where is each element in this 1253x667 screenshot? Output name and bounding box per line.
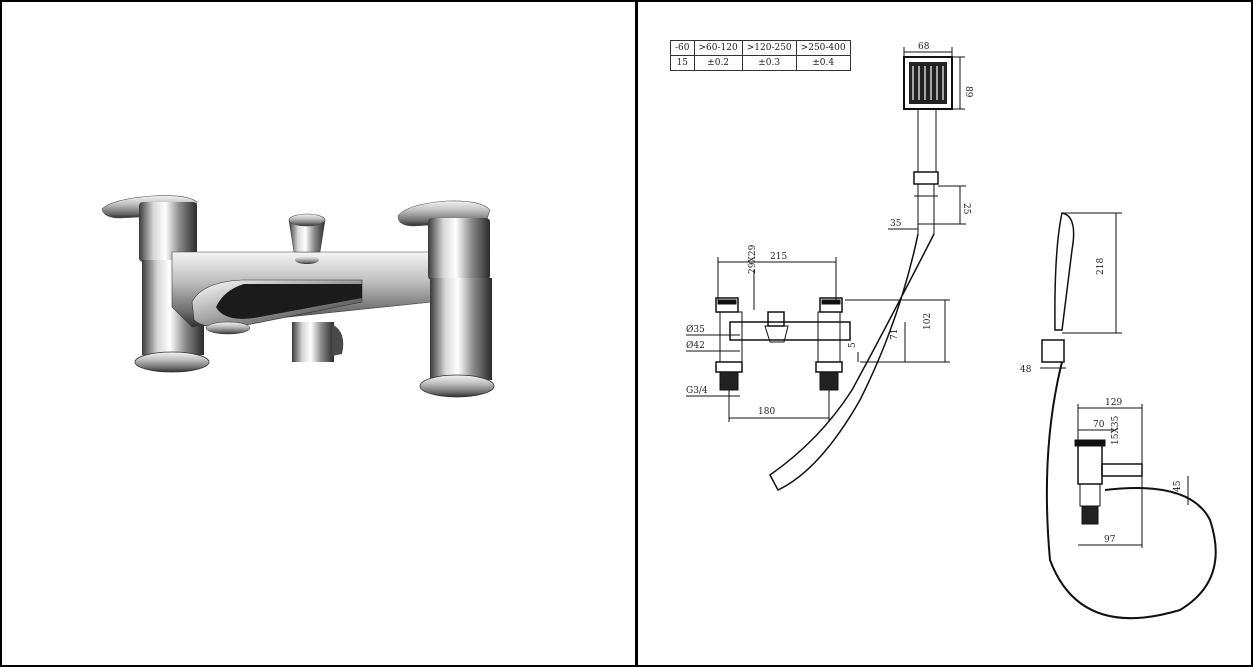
tolerance-header-cell: >60-120 <box>693 40 743 56</box>
tolerance-table: -60 >60-120 >120-250 >250-400 15 ±0.2 ±0… <box>670 40 851 71</box>
handset-holder <box>292 322 334 362</box>
tolerance-header-row: -60 >60-120 >120-250 >250-400 <box>670 40 851 56</box>
product-photo <box>101 195 495 398</box>
technical-drawing-panel <box>636 0 1253 667</box>
tolerance-header-cell: >120-250 <box>741 40 797 56</box>
tolerance-header-cell: -60 <box>670 40 695 56</box>
tolerance-value-cell: 15 <box>670 55 695 71</box>
tolerance-header-cell: >250-400 <box>795 40 851 56</box>
tolerance-value-cell: ±0.2 <box>693 55 743 71</box>
product-photo-panel <box>0 0 636 667</box>
tolerance-value-cell: ±0.4 <box>795 55 851 71</box>
right-valve-body <box>428 218 490 280</box>
tolerance-value-cell: ±0.3 <box>741 55 797 71</box>
left-valve-body <box>139 202 197 262</box>
tolerance-value-row: 15 ±0.2 ±0.3 ±0.4 <box>670 55 851 71</box>
